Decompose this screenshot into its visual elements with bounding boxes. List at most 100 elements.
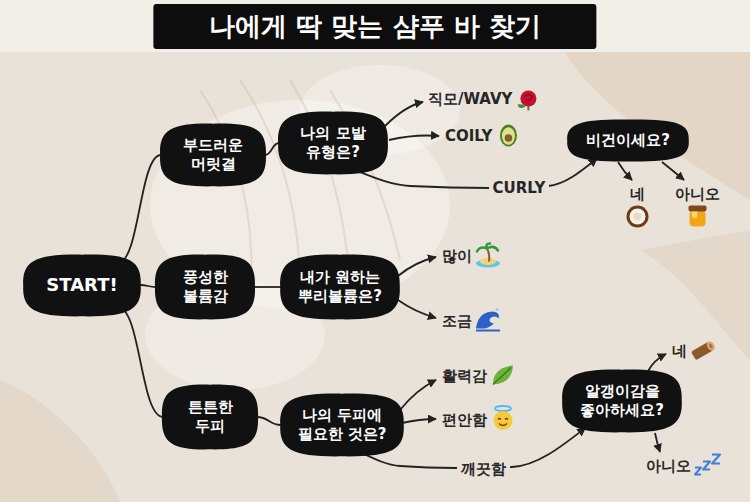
outcome-text: COILY	[445, 127, 492, 145]
outcome-label: 아니오	[646, 456, 691, 475]
connectors	[118, 143, 597, 468]
process-blob: 나의 모발 유형은?	[277, 111, 389, 175]
node-text: 부드러운 머릿결	[175, 136, 251, 174]
connector	[358, 158, 597, 188]
connector	[118, 307, 163, 417]
leader-arrow	[385, 102, 423, 126]
coconut-icon-part	[630, 209, 646, 225]
wave-icon-part	[496, 308, 499, 311]
top-strip	[0, 0, 750, 52]
rose-icon-part	[520, 91, 536, 107]
blob-fill	[280, 255, 400, 320]
outcome-label: 직모/WAVY	[428, 89, 512, 108]
avocado-icon-part	[500, 125, 517, 147]
leader-arrow	[400, 380, 436, 410]
edge-label-text: 깨끗함	[457, 460, 510, 478]
island-icon	[476, 244, 500, 268]
title-banner: 나에게 딱 맞는 샴푸 바 찾기	[153, 4, 596, 49]
leader-arrow	[389, 136, 439, 141]
elbow	[640, 230, 750, 360]
node-text-group: 알갱이감을 좋아하세요?	[577, 382, 667, 420]
leaf-icon-part	[493, 366, 513, 385]
process-blob: 알갱이감을 좋아하세요?	[561, 369, 683, 433]
outcome-label: 편안함	[442, 410, 487, 429]
blob-fill	[567, 119, 689, 161]
avocado-icon-part	[505, 134, 513, 142]
node-text-group: 나의 모발 유형은?	[293, 124, 373, 162]
island-icon-part	[477, 244, 498, 252]
leader-arrow	[398, 300, 436, 318]
connector	[118, 155, 161, 263]
outcome-label: 아니오	[675, 184, 720, 203]
outcome-label: 활력감	[442, 366, 487, 385]
process-blob: 비건이세요?	[566, 119, 690, 162]
node-text-group: 내가 원하는 뿌리볼륨은?	[295, 268, 385, 306]
process-blob: 부드러운 머릿결	[159, 123, 267, 187]
blob-fill	[160, 124, 266, 187]
outcome-text: 조금	[442, 312, 472, 330]
outcome-text: 직모/WAVY	[428, 90, 512, 108]
process-blob: 풍성한 볼륨감	[154, 254, 256, 320]
leader-arrow	[618, 162, 632, 180]
wood-icon-part-part	[691, 342, 713, 361]
angel-icon-part	[499, 424, 507, 426]
process-blob: 내가 원하는 뿌리볼륨은?	[279, 254, 401, 320]
node-text-group: 나의 두피에 필요한 것은?	[295, 406, 389, 444]
wood-icon-part-part	[705, 340, 716, 352]
blob-fill	[562, 370, 682, 433]
connector	[265, 143, 279, 155]
blob-fill	[278, 112, 388, 175]
node-text: START!	[46, 274, 117, 297]
node-text-group: START!	[46, 274, 117, 297]
outcome-text: 아니오	[646, 457, 691, 475]
wave-icon-part	[476, 330, 500, 332]
node-text-group: 튼튼한 두피	[179, 398, 241, 436]
outcome-text: 많이	[442, 247, 472, 265]
title-text: 나에게 딱 맞는 샴푸 바 찾기	[209, 11, 540, 41]
process-blob: 튼튼한 두피	[161, 384, 259, 450]
honey-icon-part	[690, 211, 706, 227]
leader-arrow	[648, 354, 666, 371]
connector	[257, 417, 281, 425]
node-text: 알갱이감을 좋아하세요?	[577, 382, 667, 420]
outcome-text: 네	[630, 185, 645, 203]
leaf-icon	[493, 366, 513, 385]
outcome-label: 많이	[442, 246, 472, 265]
wood-icon-part-part	[708, 343, 713, 349]
angel-icon-part	[495, 406, 511, 411]
wave-icon-part	[476, 312, 499, 329]
process-blob: 나의 두피에 필요한 것은?	[279, 393, 405, 457]
node-text-group: 비건이세요?	[586, 131, 670, 150]
sleep-icon	[695, 455, 720, 475]
leaf-icon-part	[493, 368, 511, 385]
node-text: 풍성한 볼륨감	[170, 268, 240, 306]
outcome-text: 편안함	[442, 411, 487, 429]
coconut-icon-part	[634, 213, 642, 221]
node-text-group: 풍성한 볼륨감	[170, 268, 240, 306]
rose-icon	[517, 91, 536, 111]
wood-icon-part	[691, 340, 716, 360]
honey-icon	[689, 206, 707, 227]
island-icon-part	[480, 258, 496, 265]
leader-arrow	[398, 257, 436, 276]
connector	[140, 285, 156, 287]
avocado-icon-part	[502, 127, 515, 145]
angel-icon	[494, 406, 513, 430]
outcome-label: 조금	[442, 311, 472, 330]
outcome-text: 아니오	[675, 185, 720, 203]
node-text: 나의 모발 유형은?	[293, 124, 373, 162]
outcome-label: 네	[630, 184, 645, 203]
rose-icon-part	[524, 95, 532, 101]
blob-fill	[155, 255, 255, 320]
leader-arrow	[655, 433, 660, 452]
edge-label: CURLY	[489, 178, 550, 197]
island-icon-part	[487, 249, 489, 262]
avocado-icon	[500, 125, 517, 147]
arm	[565, 52, 750, 200]
wood-icon	[691, 340, 716, 360]
angel-icon-part	[494, 411, 513, 430]
leader-arrow	[662, 162, 684, 180]
angel-icon-part	[498, 419, 508, 420]
honey-icon-part	[689, 206, 707, 212]
